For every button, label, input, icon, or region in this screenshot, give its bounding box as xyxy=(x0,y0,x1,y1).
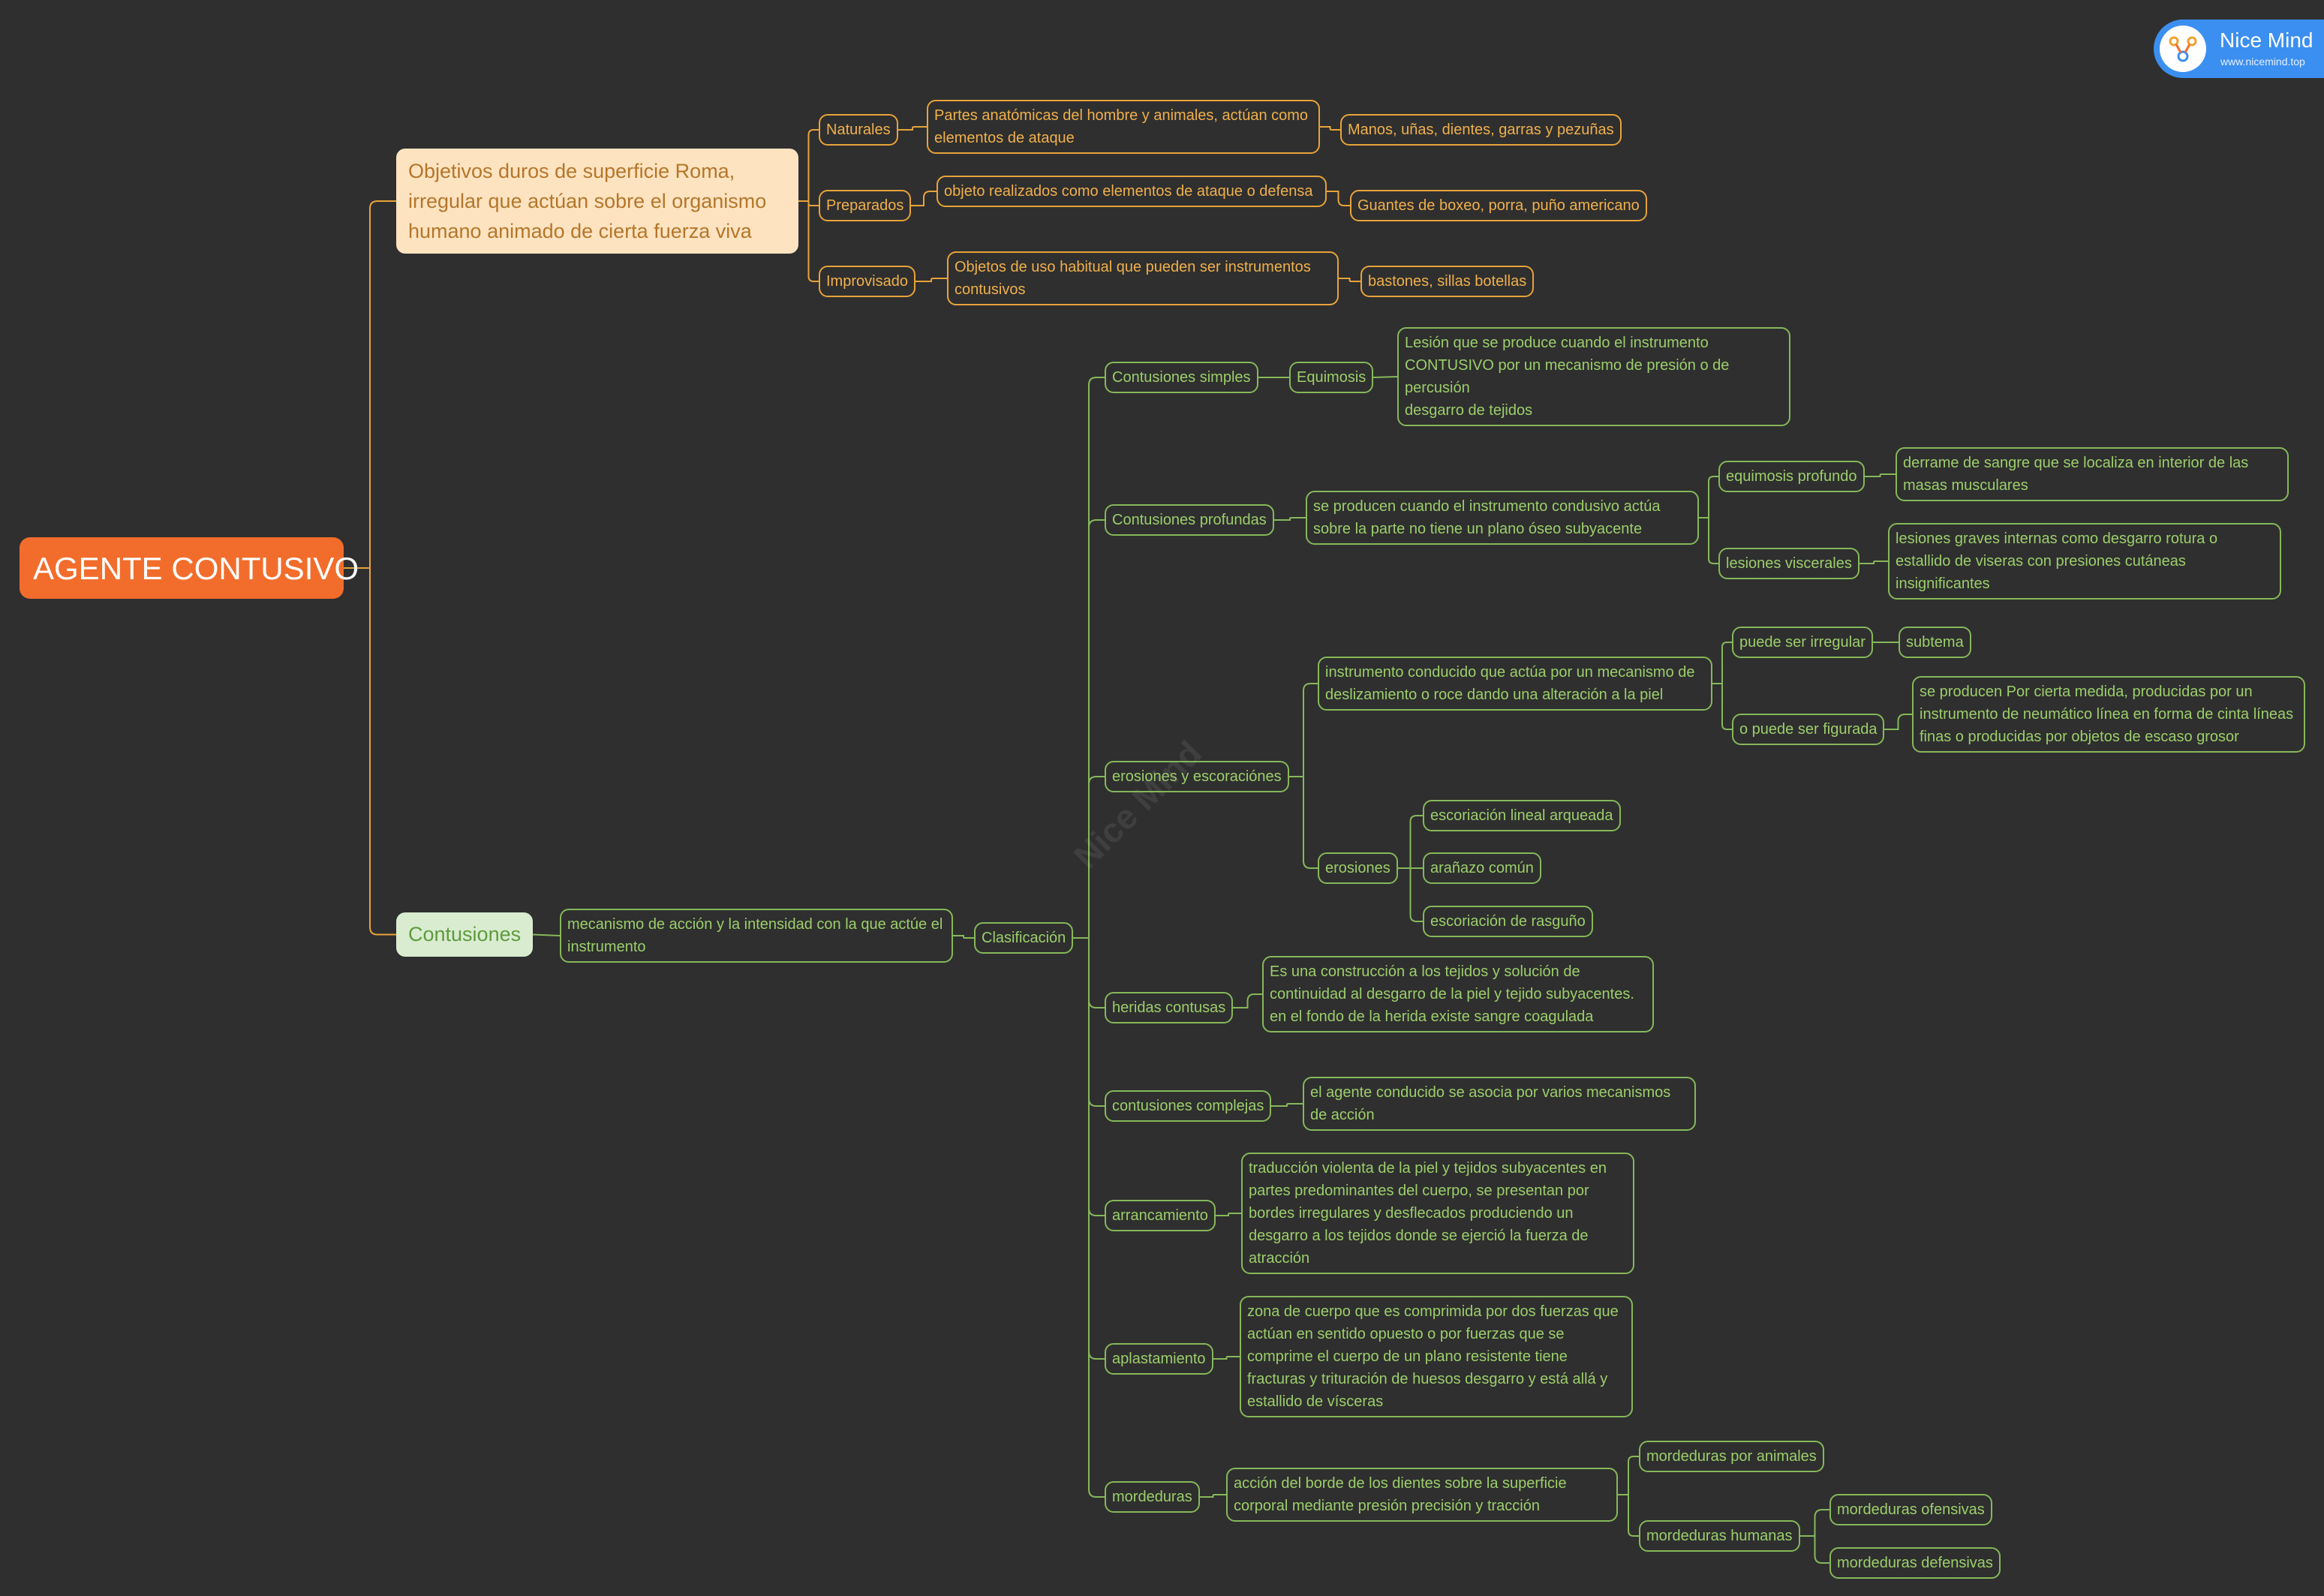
connector-prod-eqp xyxy=(1699,476,1718,518)
connector-mord-mhu xyxy=(1618,1494,1639,1537)
connector-erod-irr xyxy=(1712,642,1732,684)
connector-cpx-cpxd xyxy=(1271,1103,1303,1107)
connector-pre-pred xyxy=(911,191,937,206)
connector-eros-e3 xyxy=(1398,867,1423,922)
connector-prod-lv xyxy=(1699,517,1718,564)
root-node[interactable]: AGENTE CONTUSIVO xyxy=(20,537,359,599)
node-arrancamiento-desc[interactable]: traducción violenta de la piel y tejidos… xyxy=(1241,1153,1634,1274)
connector-natd-nate xyxy=(1320,126,1340,131)
node-lesiones-viscerales[interactable]: lesiones viscerales xyxy=(1718,548,1860,579)
node-complejas-desc[interactable]: el agente conducido se asocia por varios… xyxy=(1303,1077,1696,1131)
node-aplastamiento-desc[interactable]: zona de cuerpo que es comprimida por dos… xyxy=(1240,1296,1633,1417)
node-clasificacion[interactable]: Clasificación xyxy=(974,922,1074,954)
node-objetivos[interactable]: Objetivos duros de superficie Roma, irre… xyxy=(396,149,798,254)
brain-logo-icon xyxy=(2160,26,2206,72)
logo-name: Nice Mind xyxy=(2220,29,2313,52)
node-escoriacion-lineal[interactable]: escoriación lineal arqueada xyxy=(1423,800,1621,831)
connector-eqp-eqpd xyxy=(1865,473,1896,477)
connector-impd-impe xyxy=(1339,278,1360,282)
node-figurada-desc[interactable]: se producen Por cierta medida, producida… xyxy=(1912,676,2305,753)
connector-nat-natd xyxy=(898,126,927,131)
node-preparados[interactable]: Preparados xyxy=(819,190,912,221)
logo-url: www.nicemind.top xyxy=(2220,56,2305,68)
node-puede-ser-irregular[interactable]: puede ser irregular xyxy=(1732,627,1873,658)
node-erosiones-escoraciones[interactable]: erosiones y escoraciónes xyxy=(1105,761,1289,792)
connector-eros-e1 xyxy=(1398,815,1423,869)
connector-mec-cla xyxy=(953,935,974,939)
node-mordeduras[interactable]: mordeduras xyxy=(1105,1481,1200,1513)
node-puede-ser-figurada[interactable]: o puede ser figurada xyxy=(1732,714,1885,745)
node-contusiones[interactable]: Contusiones xyxy=(396,912,534,957)
connector-pro-prod xyxy=(1274,517,1306,521)
node-mordeduras-animales[interactable]: mordeduras por animales xyxy=(1639,1441,1824,1472)
node-naturales-desc[interactable]: Partes anatómicas del hombre y animales,… xyxy=(927,100,1320,154)
node-aranazo-comun[interactable]: arañazo común xyxy=(1423,852,1541,884)
connector-mor-mord xyxy=(1200,1494,1226,1498)
node-mordeduras-defensivas[interactable]: mordeduras defensivas xyxy=(1829,1547,2001,1579)
connector-mhu-mof xyxy=(1800,1509,1829,1537)
connector-fig-figd xyxy=(1884,714,1912,730)
node-contusiones-simples[interactable]: Contusiones simples xyxy=(1105,362,1258,393)
connector-obj-nat xyxy=(798,129,819,202)
connector-root-con xyxy=(344,567,396,936)
connector-mord-man xyxy=(1618,1456,1639,1495)
node-naturales-ejemplos[interactable]: Manos, uñas, dientes, garras y pezuñas xyxy=(1340,114,1622,146)
connector-lv-lvd xyxy=(1860,561,1888,564)
connector-ero-eros xyxy=(1289,776,1318,869)
node-mordeduras-humanas[interactable]: mordeduras humanas xyxy=(1639,1520,1800,1552)
node-improvisado-ejemplos[interactable]: bastones, sillas botellas xyxy=(1360,266,1535,297)
connector-her-herd xyxy=(1233,993,1262,1008)
node-profundas-desc[interactable]: se producen cuando el instrumento condus… xyxy=(1306,491,1699,545)
node-mecanismo[interactable]: mecanismo de acción y la intensidad con … xyxy=(560,909,953,963)
connector-con-mec xyxy=(532,933,561,936)
node-subtema[interactable]: subtema xyxy=(1899,627,1971,658)
node-heridas-desc[interactable]: Es una construcción a los tejidos y solu… xyxy=(1262,956,1654,1032)
connector-root-obj xyxy=(344,200,396,569)
node-lesiones-viscerales-desc[interactable]: lesiones graves internas como desgarro r… xyxy=(1888,523,2281,600)
connector-cla-sim xyxy=(1073,377,1105,939)
connector-pred-pree xyxy=(1327,191,1350,206)
node-improvisado[interactable]: Improvisado xyxy=(819,266,915,297)
connector-arr-arrd xyxy=(1216,1213,1241,1216)
node-equimosis-desc[interactable]: Lesión que se produce cuando el instrume… xyxy=(1397,327,1790,426)
node-aplastamiento[interactable]: aplastamiento xyxy=(1105,1343,1213,1375)
node-improvisado-desc[interactable]: Objetos de uso habitual que pueden ser i… xyxy=(947,251,1339,305)
node-mordeduras-desc[interactable]: acción del borde de los dientes sobre la… xyxy=(1226,1468,1618,1522)
node-escoriacion-rasguno[interactable]: escoriación de rasguño xyxy=(1423,906,1593,937)
connector-cla-pro xyxy=(1073,519,1105,939)
node-arrancamiento[interactable]: arrancamiento xyxy=(1105,1200,1216,1231)
node-heridas-contusas[interactable]: heridas contusas xyxy=(1105,992,1234,1023)
connector-mhu-mde xyxy=(1800,1535,1829,1564)
node-contusiones-complejas[interactable]: contusiones complejas xyxy=(1105,1090,1272,1122)
connector-ero-erod xyxy=(1289,683,1318,777)
node-mordeduras-ofensivas[interactable]: mordeduras ofensivas xyxy=(1829,1494,1992,1525)
node-contusiones-profundas[interactable]: Contusiones profundas xyxy=(1105,504,1274,536)
connector-imp-impd xyxy=(915,278,947,282)
connector-cla-mor xyxy=(1073,937,1105,1498)
connector-cla-ero xyxy=(1073,776,1105,939)
node-naturales[interactable]: Naturales xyxy=(819,114,898,146)
node-erosiones-desc[interactable]: instrumento conducido que actúa por un m… xyxy=(1318,657,1712,711)
node-erosiones[interactable]: erosiones xyxy=(1318,852,1398,884)
node-equimosis-profundo-desc[interactable]: derrame de sangre que se localiza en int… xyxy=(1896,447,2289,501)
connector-obj-imp xyxy=(798,200,819,282)
connector-erod-fig xyxy=(1712,683,1732,730)
connector-apl-apld xyxy=(1213,1356,1240,1360)
node-preparados-ejemplos[interactable]: Guantes de boxeo, porra, puño americano xyxy=(1350,190,1647,221)
node-equimosis-profundo[interactable]: equimosis profundo xyxy=(1718,461,1865,492)
node-equimosis[interactable]: Equimosis xyxy=(1289,362,1374,393)
node-preparados-desc[interactable]: objeto realizados como elementos de ataq… xyxy=(937,176,1327,207)
nicemind-logo: Nice Mind www.nicemind.top xyxy=(2154,20,2324,78)
